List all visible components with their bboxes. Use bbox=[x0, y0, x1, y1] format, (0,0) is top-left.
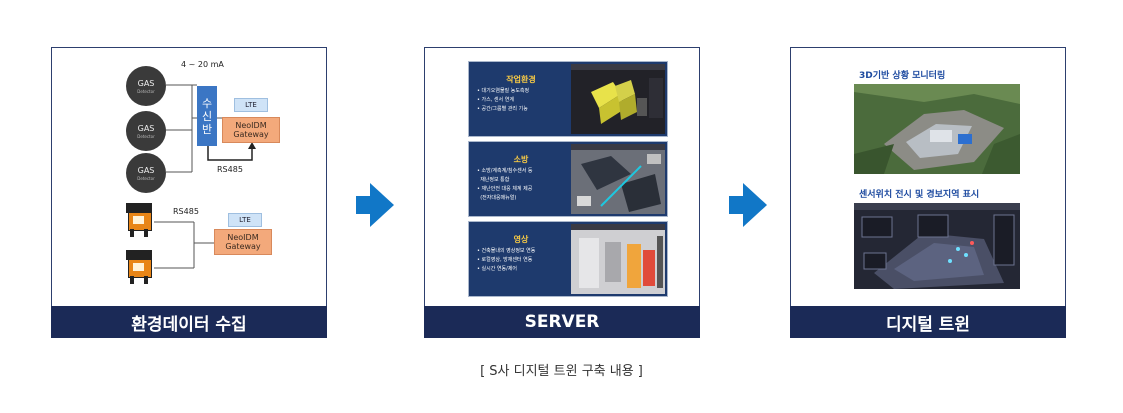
gas-sensor-2: GAS Detector bbox=[126, 111, 166, 151]
server-block-line: 재난정보 통합 bbox=[480, 177, 510, 183]
server-block-line: • 대기오염물질 농도측정 bbox=[477, 88, 530, 94]
gas-sensor-1: GAS Detector bbox=[126, 66, 166, 106]
twin-image-sensors bbox=[854, 203, 1020, 289]
flow-arrow-icon bbox=[356, 183, 394, 227]
server-screenshot-map bbox=[571, 144, 665, 214]
gas-sensor-3: GAS Detector bbox=[126, 153, 166, 193]
rs485-label-2: RS485 bbox=[173, 207, 199, 216]
field-sensor-2 bbox=[126, 250, 152, 284]
digital-twin-panel: 3D기반 상황 모니터링 센서위치 전시 및 경보지역 표시 bbox=[790, 47, 1066, 338]
server-block-line: (전자대응매뉴얼) bbox=[480, 195, 517, 201]
server-block-line: • 소방/계측계/침수센서 등 bbox=[477, 168, 533, 174]
receiver-label: 수 신 반 bbox=[201, 96, 213, 136]
twin-image-2-label: 센서위치 전시 및 경보지역 표시 bbox=[859, 190, 980, 200]
server-block-line: • 재난안전 대응 체계 제공 bbox=[477, 186, 533, 192]
gas-sensor-title: GAS bbox=[137, 165, 155, 175]
receiver-box: 수 신 반 bbox=[197, 86, 217, 146]
current-label: 4 ~ 20 mA bbox=[181, 60, 224, 69]
gas-sensor-title: GAS bbox=[137, 123, 155, 133]
panel-label-server: SERVER bbox=[424, 306, 700, 338]
server-block-fire: 소방 • 소방/계측계/침수센서 등 재난정보 통합 • 재난안전 대응 체계 … bbox=[468, 141, 668, 217]
server-panel: 작업환경 • 대기오염물질 농도측정 • 가스, 센서 연계 • 공간/그룹별 … bbox=[424, 47, 700, 338]
gas-sensor-title: GAS bbox=[137, 78, 155, 88]
server-block-title: 소방 bbox=[513, 155, 529, 164]
field-sensor-1 bbox=[126, 203, 152, 237]
gateway-box-1: NeoIDM Gateway bbox=[222, 117, 280, 143]
server-block-line: • 실시간 연동/제어 bbox=[477, 266, 518, 272]
gas-sensor-sub: Detector bbox=[137, 88, 155, 94]
lte-badge-1: LTE bbox=[234, 98, 268, 112]
server-block-line: • 건축물내의 영상정보 연동 bbox=[477, 248, 536, 254]
gas-sensor-sub: Detector bbox=[137, 175, 155, 181]
panel-label-collect: 환경데이터 수집 bbox=[51, 306, 327, 338]
connection-lines bbox=[154, 84, 256, 269]
gateway-box-2: NeoIDM Gateway bbox=[214, 229, 272, 255]
twin-image-1-label: 3D기반 상황 모니터링 bbox=[859, 71, 946, 81]
server-block-line: • 공간/그룹별 관리 기능 bbox=[477, 106, 528, 112]
server-block-title: 작업환경 bbox=[506, 75, 536, 84]
data-collection-panel: 4 ~ 20 mA GAS Detector GAS Detector GAS … bbox=[51, 47, 327, 338]
flow-arrow-icon bbox=[729, 183, 767, 227]
server-screenshot-video bbox=[571, 224, 665, 294]
gas-sensor-sub: Detector bbox=[137, 133, 155, 139]
panel-label-twin: 디지털 트윈 bbox=[790, 306, 1066, 338]
gateway-label: NeoIDM Gateway bbox=[225, 233, 261, 251]
server-screenshot-3d bbox=[571, 64, 665, 134]
server-block-video: 영상 • 건축물내의 영상정보 연동 • 로컬영상, 방재센터 연동 • 실시간… bbox=[468, 221, 668, 297]
lte-badge-2: LTE bbox=[228, 213, 262, 227]
server-block-line: • 가스, 센서 연계 bbox=[477, 97, 514, 103]
server-block-work-env: 작업환경 • 대기오염물질 농도측정 • 가스, 센서 연계 • 공간/그룹별 … bbox=[468, 61, 668, 137]
figure-caption: [ S사 디지털 트윈 구축 내용 ] bbox=[480, 364, 643, 379]
server-block-title: 영상 bbox=[513, 235, 529, 244]
rs485-label-1: RS485 bbox=[217, 165, 243, 174]
server-block-line: • 로컬영상, 방재센터 연동 bbox=[477, 257, 533, 263]
twin-image-terrain bbox=[854, 84, 1020, 174]
gateway-label: NeoIDM Gateway bbox=[233, 121, 269, 139]
